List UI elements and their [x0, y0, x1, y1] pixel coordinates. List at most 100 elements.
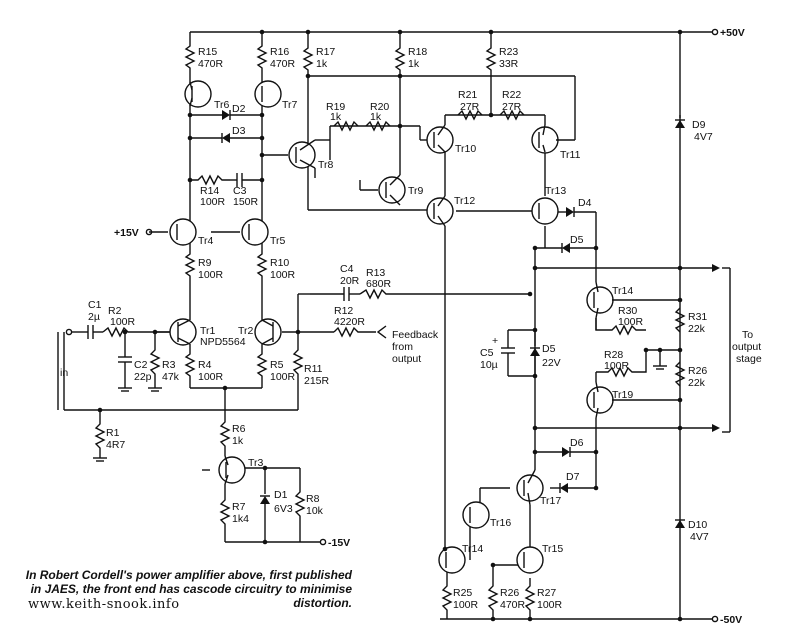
label-tr13: Tr13: [545, 185, 566, 197]
feedback-label-1: Feedback: [392, 329, 439, 341]
label-r16-val: 470R: [270, 58, 296, 70]
output-label-1: To: [742, 329, 753, 341]
label-d1-val: 6V3: [274, 503, 293, 515]
label-r22-val: 27R: [502, 101, 522, 113]
label-r9: R9: [198, 257, 212, 269]
label-d6: D6: [570, 437, 584, 449]
label-r30-val: 100R: [618, 316, 644, 328]
label-r2-val: 100R: [110, 316, 136, 328]
label-tr16b: Tr16: [490, 517, 511, 529]
label-c1: C1: [88, 299, 102, 311]
source-url: www.keith-snook.info: [28, 597, 180, 612]
label-d5: D5: [570, 234, 584, 246]
label-c4: C4: [340, 263, 354, 275]
label-c4-val: 20R: [340, 275, 360, 287]
label-r11: R11: [304, 363, 323, 375]
label-tr5: Tr5: [270, 235, 286, 247]
rail-neg15-label: -15V: [328, 537, 350, 549]
transistor-labels: Tr6 Tr7 Tr8 Tr9 Tr10 Tr11 Tr12 Tr13 Tr4 …: [198, 99, 633, 555]
label-r23-val: 33R: [499, 58, 519, 70]
rail-neg50-label: -50V: [720, 614, 742, 626]
label-tr2: Tr2: [238, 325, 254, 337]
label-r19-val: 1k: [330, 111, 342, 123]
label-c2: C2: [134, 359, 148, 371]
label-tr7: Tr7: [282, 99, 298, 111]
capacitors: [72, 173, 535, 388]
input-label: in: [60, 367, 68, 379]
label-c3: C3: [233, 185, 247, 197]
label-d10-val: 4V7: [690, 531, 709, 543]
label-r20-val: 1k: [370, 111, 382, 123]
figure-caption: In Robert Cordell's power amplifier abov…: [22, 568, 352, 610]
label-r3-val: 47k: [162, 371, 180, 383]
label-r6: R6: [232, 423, 246, 435]
label-r14: R14: [200, 185, 219, 197]
label-d9-val: 4V7: [694, 131, 713, 143]
label-r21-val: 27R: [460, 101, 480, 113]
label-tr14: Tr14: [462, 543, 483, 555]
label-c5: C5: [480, 347, 494, 359]
label-tr16: Tr14: [612, 285, 633, 297]
label-tr6: Tr6: [214, 99, 230, 111]
label-r30: R30: [618, 305, 637, 317]
label-npd5564: NPD5564: [200, 336, 246, 348]
label-d10: D10: [688, 519, 707, 531]
rail-pos50-label: +50V: [720, 27, 745, 39]
label-r12-val: 4220R: [334, 316, 365, 328]
feedback-label-3: output: [392, 353, 421, 365]
label-r7: R7: [232, 501, 246, 513]
label-r15-val: 470R: [198, 58, 224, 70]
label-c3-val: 150R: [233, 196, 259, 208]
label-tr8: Tr8: [318, 159, 334, 171]
label-r25-val: 100R: [453, 599, 479, 611]
label-tr9: Tr9: [408, 185, 424, 197]
label-tr12: Tr12: [454, 195, 475, 207]
label-r25: R25: [453, 587, 472, 599]
label-c2-val: 22p: [134, 371, 152, 383]
label-r26b-val: 22k: [688, 377, 706, 389]
label-r21: R21: [458, 89, 477, 101]
label-r1-val: 4R7: [106, 439, 125, 451]
circuit-wiring: [63, 80, 731, 578]
diode-labels: D2 D3 D4 D5 D6 D7: [232, 103, 592, 483]
label-r18: R18: [408, 46, 427, 58]
input-port: [57, 328, 73, 410]
label-r8-val: 10k: [306, 505, 324, 517]
label-r31: R31: [688, 311, 707, 323]
label-d9: D9: [692, 119, 706, 131]
label-d5b-val: 22V: [542, 357, 561, 369]
label-d5b: D5: [542, 343, 556, 355]
label-r11-val: 215R: [304, 375, 330, 387]
label-r15: R15: [198, 46, 217, 58]
label-r18-val: 1k: [408, 58, 420, 70]
ground-symbols: [93, 365, 667, 462]
label-r4: R4: [198, 359, 212, 371]
output-label-2: output: [732, 341, 761, 353]
label-r14-val: 100R: [200, 196, 226, 208]
label-tr19: Tr19: [612, 389, 633, 401]
label-c5-val: 10µ: [480, 359, 498, 371]
label-r13-val: 680R: [366, 278, 392, 290]
resistors: [94, 42, 686, 619]
caption-line-2: in JAES, the front end has cascode circu…: [30, 582, 352, 596]
label-r28: R28: [604, 349, 623, 361]
label-r12: R12: [334, 305, 353, 317]
c5-plus: +: [492, 335, 498, 347]
output-arrows: [376, 264, 720, 432]
label-tr3: Tr3: [248, 457, 264, 469]
label-d1: D1: [274, 489, 288, 501]
label-r5: R5: [270, 359, 284, 371]
caption-line-1: In Robert Cordell's power amplifier abov…: [25, 568, 352, 582]
label-tr17: Tr17: [540, 495, 561, 507]
label-r1: R1: [106, 427, 120, 439]
label-r17-val: 1k: [316, 58, 328, 70]
label-d7: D7: [566, 471, 580, 483]
label-tr15: Tr15: [542, 543, 563, 555]
label-r26b: R26: [688, 365, 707, 377]
label-r5-val: 100R: [270, 371, 296, 383]
label-r26-val: 470R: [500, 599, 526, 611]
label-r23: R23: [499, 46, 518, 58]
label-r27-val: 100R: [537, 599, 563, 611]
junction-nodes: [97, 29, 683, 622]
